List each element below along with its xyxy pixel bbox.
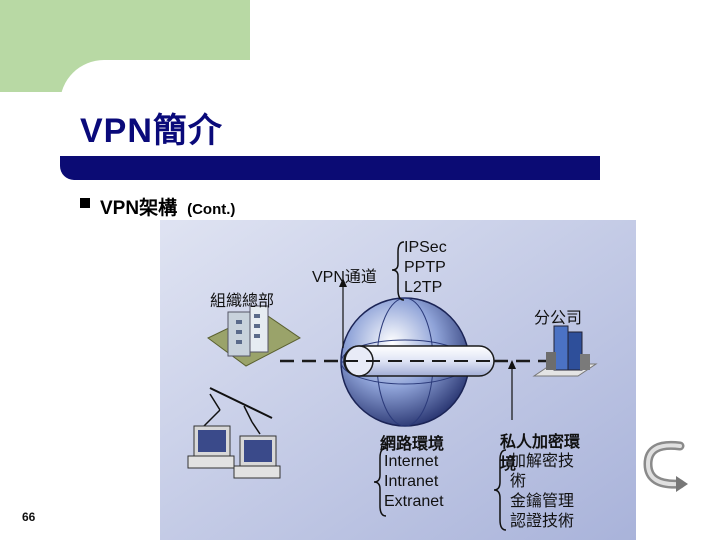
page-number: 66 <box>22 510 36 524</box>
branch-label: 分公司 <box>534 310 583 327</box>
private-items: 加解密技 術 金鑰管理 認證技術 <box>510 452 574 532</box>
tunnel-pointer-arrow <box>339 278 347 348</box>
lan-connection <box>203 387 273 435</box>
hq-label: 組織總部 <box>210 293 275 310</box>
vpn-tunnel <box>343 345 495 377</box>
bullet-heading-main: VPN架構 <box>100 198 178 219</box>
return-arrow-icon[interactable] <box>640 438 688 494</box>
protocols-brace <box>391 241 405 301</box>
protocol-pptp: PPTP <box>404 259 446 276</box>
bullet-heading-cont: (Cont.) <box>187 201 236 218</box>
protocol-ipsec: IPSec <box>404 239 447 256</box>
network-title: 網路環境 <box>380 436 445 453</box>
hq-building-icon <box>207 305 301 367</box>
diagram-canvas <box>160 220 636 540</box>
title-underline-bar <box>60 156 600 180</box>
private-brace <box>493 449 507 531</box>
private-item-authentication: 認證技術 <box>510 513 575 530</box>
private-item-encryption-cont: 術 <box>510 473 527 490</box>
vpn-architecture-diagram: 組織總部 分公司 VPN通道 IPSec PPTP L2TP 網路環境 Inte… <box>160 220 636 540</box>
private-title: 私人加密環 <box>500 434 581 451</box>
return-arrow-graphic <box>643 440 688 492</box>
bullet-square <box>80 198 90 208</box>
network-intranet: Intranet <box>384 473 439 490</box>
branch-building-icon <box>532 325 598 377</box>
private-pointer-arrow <box>508 360 516 420</box>
network-types: Internet Intranet Extranet <box>384 452 444 512</box>
computer-icon <box>233 435 281 479</box>
private-title-continued: 境 <box>500 456 517 473</box>
private-item-key-management: 金鑰管理 <box>510 493 575 510</box>
network-internet: Internet <box>384 453 439 470</box>
tunnel-protocols: IPSec PPTP L2TP <box>404 238 447 298</box>
tunnel-label: VPN通道 <box>312 269 377 286</box>
bullet-heading: VPN架構 (Cont.) <box>100 193 235 220</box>
protocol-l2tp: L2TP <box>404 279 443 296</box>
page-title: VPN簡介 <box>80 112 223 150</box>
computer-icon <box>187 425 235 469</box>
private-item-encryption: 加解密技 <box>510 453 575 470</box>
network-brace <box>373 447 387 517</box>
network-extranet: Extranet <box>384 493 444 510</box>
